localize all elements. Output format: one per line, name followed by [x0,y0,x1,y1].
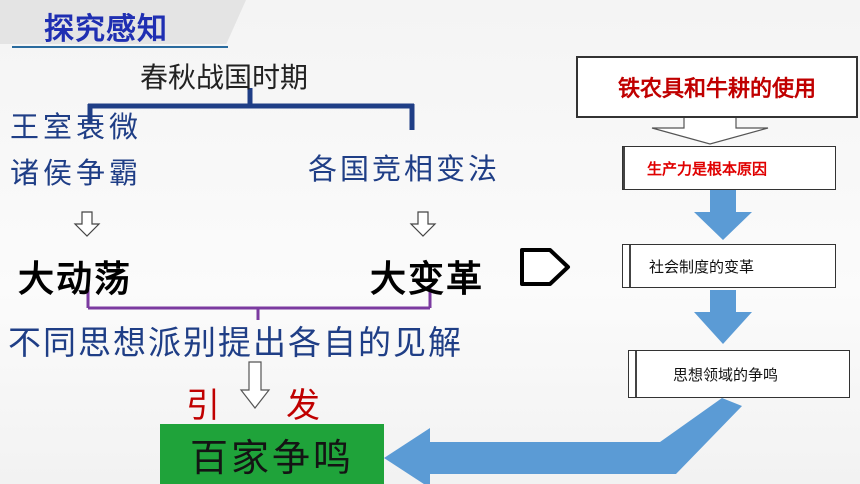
great-reform-label: 大变革 [370,259,485,300]
right-hollow-arrow [520,248,570,286]
page-title: 探究感知 [44,12,168,47]
flow-step-productivity: 生产力是根本原因 [622,146,836,190]
trigger-label-right: 发 [286,386,320,426]
views-bracket [86,288,432,320]
great-turmoil-label: 大动荡 [18,259,133,300]
trigger-label-left: 引 [186,386,220,426]
trigger-down-arrow [239,361,271,409]
step2-down-arrow [694,190,752,240]
cause-lords-rivalry: 诸侯争霸 [10,156,143,190]
cause-state-reforms: 各国竞相变法 [308,152,501,186]
cause-royal-decline: 王室衰微 [10,110,143,144]
box-edge-mark [635,351,637,397]
schools-views-label: 不同思想派别提出各自的见解 [8,323,463,362]
down-arrow-left [73,211,101,237]
result-box: 百家争鸣 [160,424,384,484]
flow-step-thought-contention-label: 思想领域的争鸣 [673,365,779,384]
flow-step-iron-tools-label: 铁农具和牛耕的使用 [617,77,816,102]
flow-step-productivity-label: 生产力是根本原因 [647,159,768,178]
era-label: 春秋战国时期 [140,61,309,94]
back-arrow-to-result [384,398,742,484]
down-arrow-right [409,211,437,237]
result-label: 百家争鸣 [189,435,354,480]
step3-down-arrow [694,290,752,344]
header-underline [12,46,228,48]
flow-step-social-system: 社会制度的变革 [622,244,836,288]
flow-step-iron-tools: 铁农具和牛耕的使用 [576,56,858,118]
era-bracket [87,88,415,130]
box-edge-mark [629,245,631,287]
flow-step-social-system-label: 社会制度的变革 [649,257,755,276]
box-edge-mark [623,147,625,189]
flow-step-thought-contention: 思想领域的争鸣 [628,350,850,398]
header-tag-background [0,0,246,44]
